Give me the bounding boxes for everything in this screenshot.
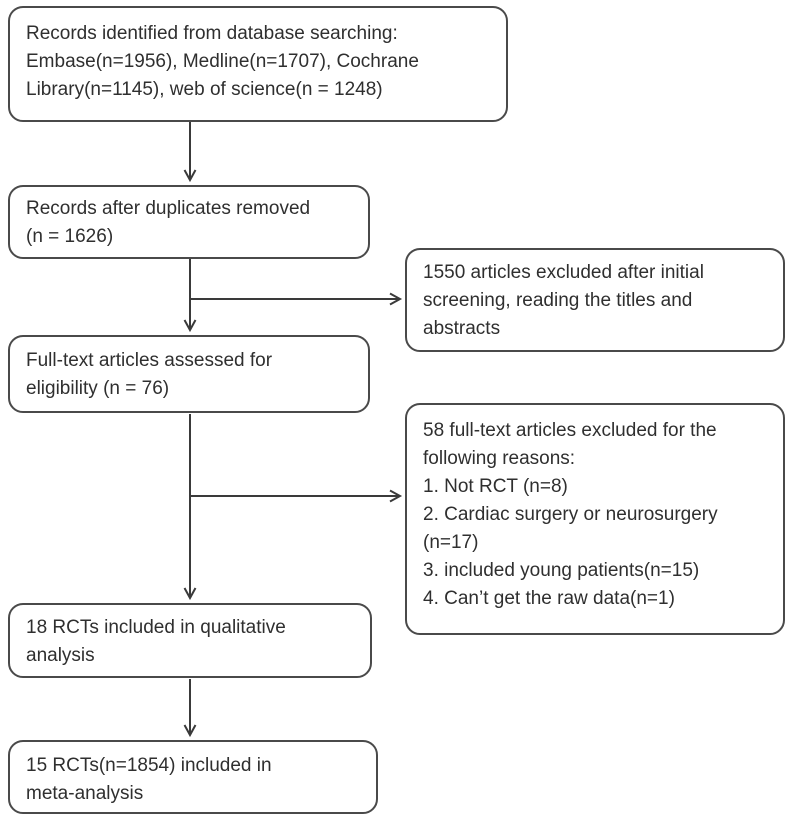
box-fulltext-assessed: Full-text articles assessed for eligibil… <box>8 335 370 413</box>
box-fulltext-excluded-reasons: 58 full-text articles excluded for the f… <box>405 403 785 635</box>
box-records-identified: Records identified from database searchi… <box>8 6 508 122</box>
box-duplicates-removed: Records after duplicates removed (n = 16… <box>8 185 370 259</box>
box-meta-analysis: 15 RCTs(n=1854) included in meta-analysi… <box>8 740 378 814</box>
box-qualitative-analysis: 18 RCTs included in qualitative analysis <box>8 603 372 678</box>
box-initial-screening-excluded: 1550 articles excluded after initial scr… <box>405 248 785 352</box>
